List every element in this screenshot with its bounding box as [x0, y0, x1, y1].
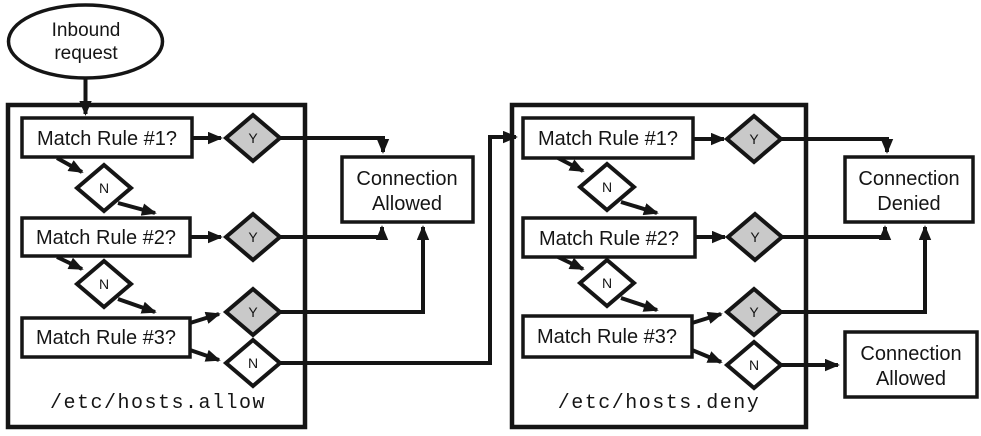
deny-yes3-label: Y	[749, 304, 759, 320]
deny-yes3-diamond	[723, 286, 785, 338]
arrow-deny-yes2-to-denied	[782, 225, 892, 241]
connection-denied-label-line2: Denied	[877, 193, 940, 215]
connection-allowed-label-line2: Allowed	[372, 193, 442, 215]
deny-no1-label: N	[602, 179, 612, 195]
deny-rule2-box	[521, 216, 697, 259]
arrow-deny-rule1-to-no1	[557, 156, 585, 173]
connection-denied-box	[843, 155, 975, 224]
hosts-allow-file-label: /etc/hosts.allow	[50, 392, 266, 415]
arrow-deny-no1-to-rule2	[620, 200, 659, 216]
deny-rule1-label: Match Rule #1?	[538, 128, 678, 150]
deny-yes2-diamond	[724, 211, 786, 263]
allow-no1-label: N	[99, 180, 109, 196]
arrow-allow-no1-to-rule2	[117, 201, 157, 216]
connection-allowed-final-box	[843, 330, 979, 399]
connection-allowed-final-label-line2: Allowed	[876, 368, 946, 390]
allow-rule1-label: Match Rule #1?	[37, 128, 177, 150]
allow-no2-diamond	[73, 258, 135, 310]
allow-yes2-label: Y	[248, 229, 258, 245]
allow-no2-label: N	[99, 276, 109, 292]
deny-no3-diamond	[723, 339, 785, 391]
arrow-allow-rule2-to-no2	[56, 255, 84, 271]
deny-yes2-label: Y	[750, 229, 760, 245]
hosts-deny-container	[509, 102, 809, 430]
allow-rule3-label: Match Rule #3?	[36, 327, 176, 349]
allow-yes1-diamond	[222, 112, 284, 164]
deny-yes1-diamond	[723, 113, 785, 165]
deny-rule1-box	[521, 116, 695, 160]
arrow-allow-rule3-to-no3	[189, 348, 221, 362]
arrow-allow-rule3-to-yes3	[189, 311, 221, 325]
deny-no2-label: N	[602, 275, 612, 291]
arrow-allow-rule1-to-no1	[56, 156, 84, 174]
arrow-deny-no2-to-rule3	[620, 296, 659, 312]
arrow-allow-yes1-to-allowed	[280, 136, 390, 154]
arrow-deny-rule3-to-no3	[691, 348, 723, 364]
connection-allowed-box	[340, 155, 475, 224]
connection-denied-label-line1: Connection	[858, 168, 959, 190]
allow-rule2-box	[20, 216, 192, 258]
allow-no3-label: N	[248, 355, 258, 371]
inbound-request-label-line2: request	[54, 43, 118, 64]
hosts-allow-container	[5, 102, 308, 430]
allow-yes1-label: Y	[248, 130, 258, 146]
deny-rule3-label: Match Rule #3?	[537, 326, 677, 348]
deny-no3-label: N	[749, 357, 759, 373]
connection-allowed-final-label-line1: Connection	[860, 343, 961, 365]
arrow-deny-yes3-to-denied	[781, 225, 932, 314]
inbound-request-node	[6, 3, 165, 80]
inbound-request-label-line1: Inbound	[52, 20, 121, 41]
arrow-allow-no3-to-deny-rule1	[280, 130, 518, 365]
deny-rule2-label: Match Rule #2?	[539, 228, 679, 250]
allow-rule1-box	[20, 116, 194, 159]
arrow-deny-rule3-to-yes3	[691, 311, 723, 325]
arrow-deny-rule2-to-no2	[557, 255, 585, 271]
allow-rule2-label: Match Rule #2?	[36, 227, 176, 249]
deny-no2-diamond	[576, 257, 638, 309]
deny-no1-diamond	[576, 161, 638, 213]
hosts-deny-file-label: /etc/hosts.deny	[558, 392, 761, 415]
arrow-allow-yes3-to-allowed	[280, 225, 430, 314]
allow-rule3-box	[20, 316, 192, 359]
deny-rule3-box	[521, 314, 694, 359]
connection-allowed-label-line1: Connection	[356, 168, 457, 190]
arrow-deny-yes1-to-denied	[781, 137, 894, 154]
allow-yes3-diamond	[222, 286, 284, 338]
deny-yes1-label: Y	[749, 131, 759, 147]
arrow-allow-no2-to-rule3	[117, 297, 157, 314]
allow-no1-diamond	[73, 162, 135, 214]
arrow-allow-yes2-to-allowed	[280, 225, 389, 241]
allow-yes3-label: Y	[248, 304, 258, 320]
allow-no3-diamond	[222, 337, 284, 389]
allow-yes2-diamond	[222, 211, 284, 263]
